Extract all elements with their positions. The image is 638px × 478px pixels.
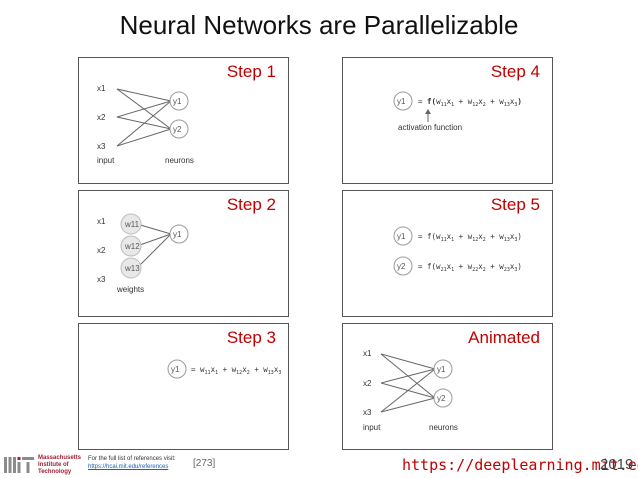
step-1-label: Step 1 [226,62,276,81]
panel-step-5: y1 = f(w11x1 + w12x2 + w13x3) y2 = f(w21… [342,190,553,317]
step5-node-y2 [393,256,413,276]
animated-input-label: input [363,423,381,432]
step1-input-label: input [97,156,115,165]
step5-node-y1 [393,226,413,246]
step4-equation-text: = f(w11x1 + w12x2 + w13x3) [418,97,522,108]
panel-step-4: y1 = f(w11x1 + w12x2 + w13x3) activation… [342,57,553,184]
step-5-label: Step 5 [490,195,540,214]
animated-x3: x3 [363,408,372,417]
step1-y2: y2 [173,125,182,134]
panel-step-3: y1 = w11x1 + w12x2 + w13x3 Step 3 [78,323,289,450]
step5-y1: y1 [397,232,406,241]
step2-node-y1 [169,224,189,244]
step4-activation-label: activation function [398,123,462,132]
step4-node-y1 [393,91,413,111]
animated-label: Animated [468,328,540,347]
animated-node-y2 [433,388,453,408]
animated-y2: y2 [437,394,446,403]
step2-x2: x2 [97,246,106,255]
animated-y1: y1 [437,365,446,374]
animated-neurons-label: neurons [429,423,458,432]
step1-x1: x1 [97,84,106,93]
step2-w11-text: w11 [124,220,140,229]
panel-step-1: x1 x2 x3 y1 y2 input neurons Step 1 [78,57,289,184]
step-2-weights-diagram: w11 w12 w13 x1 x2 x3 y1 weights [97,213,189,294]
panel-animated: x1 x2 x3 y1 y2 input neurons Animated [342,323,553,450]
step1-node-y1 [169,91,189,111]
step-2-label: Step 2 [226,195,276,214]
step4-y1: y1 [397,97,406,106]
mit-line-1: Massachusetts [38,455,82,461]
mit-logo-icon [4,457,34,473]
step5-equation-1: = f(w11x1 + w12x2 + w13x3) [418,232,522,243]
step2-weights-label: weights [116,285,144,294]
step1-y1: y1 [173,97,182,106]
step-4-equation: y1 = f(w11x1 + w12x2 + w13x3) activation… [393,91,522,132]
step-1-network-diagram: x1 x2 x3 y1 y2 input neurons [97,84,194,165]
references-link[interactable]: https://hcai.mit.edu/references [88,464,169,470]
step2-y1: y1 [173,230,182,239]
step-4-label: Step 4 [490,62,540,81]
references-note: For the full list of references visit: h… [88,455,176,471]
step5-y2: y2 [397,262,406,271]
animated-x1: x1 [363,349,372,358]
step3-equation-text: = w11x1 + w12x2 + w13x3 [191,365,281,376]
mit-line-3: Technology [38,469,72,475]
mit-wordmark: Massachusetts Institute of Technology [38,455,81,476]
step3-y1: y1 [171,365,180,374]
animated-node-y1 [433,359,453,379]
step1-x3: x3 [97,142,106,151]
year-label: 2019 [600,456,634,473]
step2-x1: x1 [97,217,106,226]
step-5-equations: y1 = f(w11x1 + w12x2 + w13x3) y2 = f(w21… [393,226,522,276]
step2-x3: x3 [97,275,106,284]
animated-x2: x2 [363,379,372,388]
step1-node-y2 [169,119,189,139]
step2-w12-text: w12 [124,242,140,251]
step3-node-y1 [167,359,187,379]
animated-network-diagram: x1 x2 x3 y1 y2 input neurons [363,349,458,432]
step2-weight-w11 [120,213,142,235]
step-3-label: Step 3 [226,328,276,347]
step2-weight-w13 [120,257,142,279]
mit-line-2: Institute of [38,462,69,468]
step2-w13-text: w13 [124,264,140,273]
reference-number: [273] [193,458,216,469]
panel-step-2: w11 w12 w13 x1 x2 x3 y1 weights Step 2 [78,190,289,317]
slide-title: Neural Networks are Parallelizable [119,10,519,40]
step1-neurons-label: neurons [165,156,194,165]
step2-weight-w12 [120,235,142,257]
references-note-text: For the full list of references visit: [88,456,176,462]
step1-x2: x2 [97,113,106,122]
course-url[interactable]: https://deeplearning.mit.edu [402,456,638,474]
step5-equation-2: = f(w21x1 + w22x2 + w23x3) [418,262,522,273]
step-3-sum: y1 = w11x1 + w12x2 + w13x3 [167,359,281,379]
